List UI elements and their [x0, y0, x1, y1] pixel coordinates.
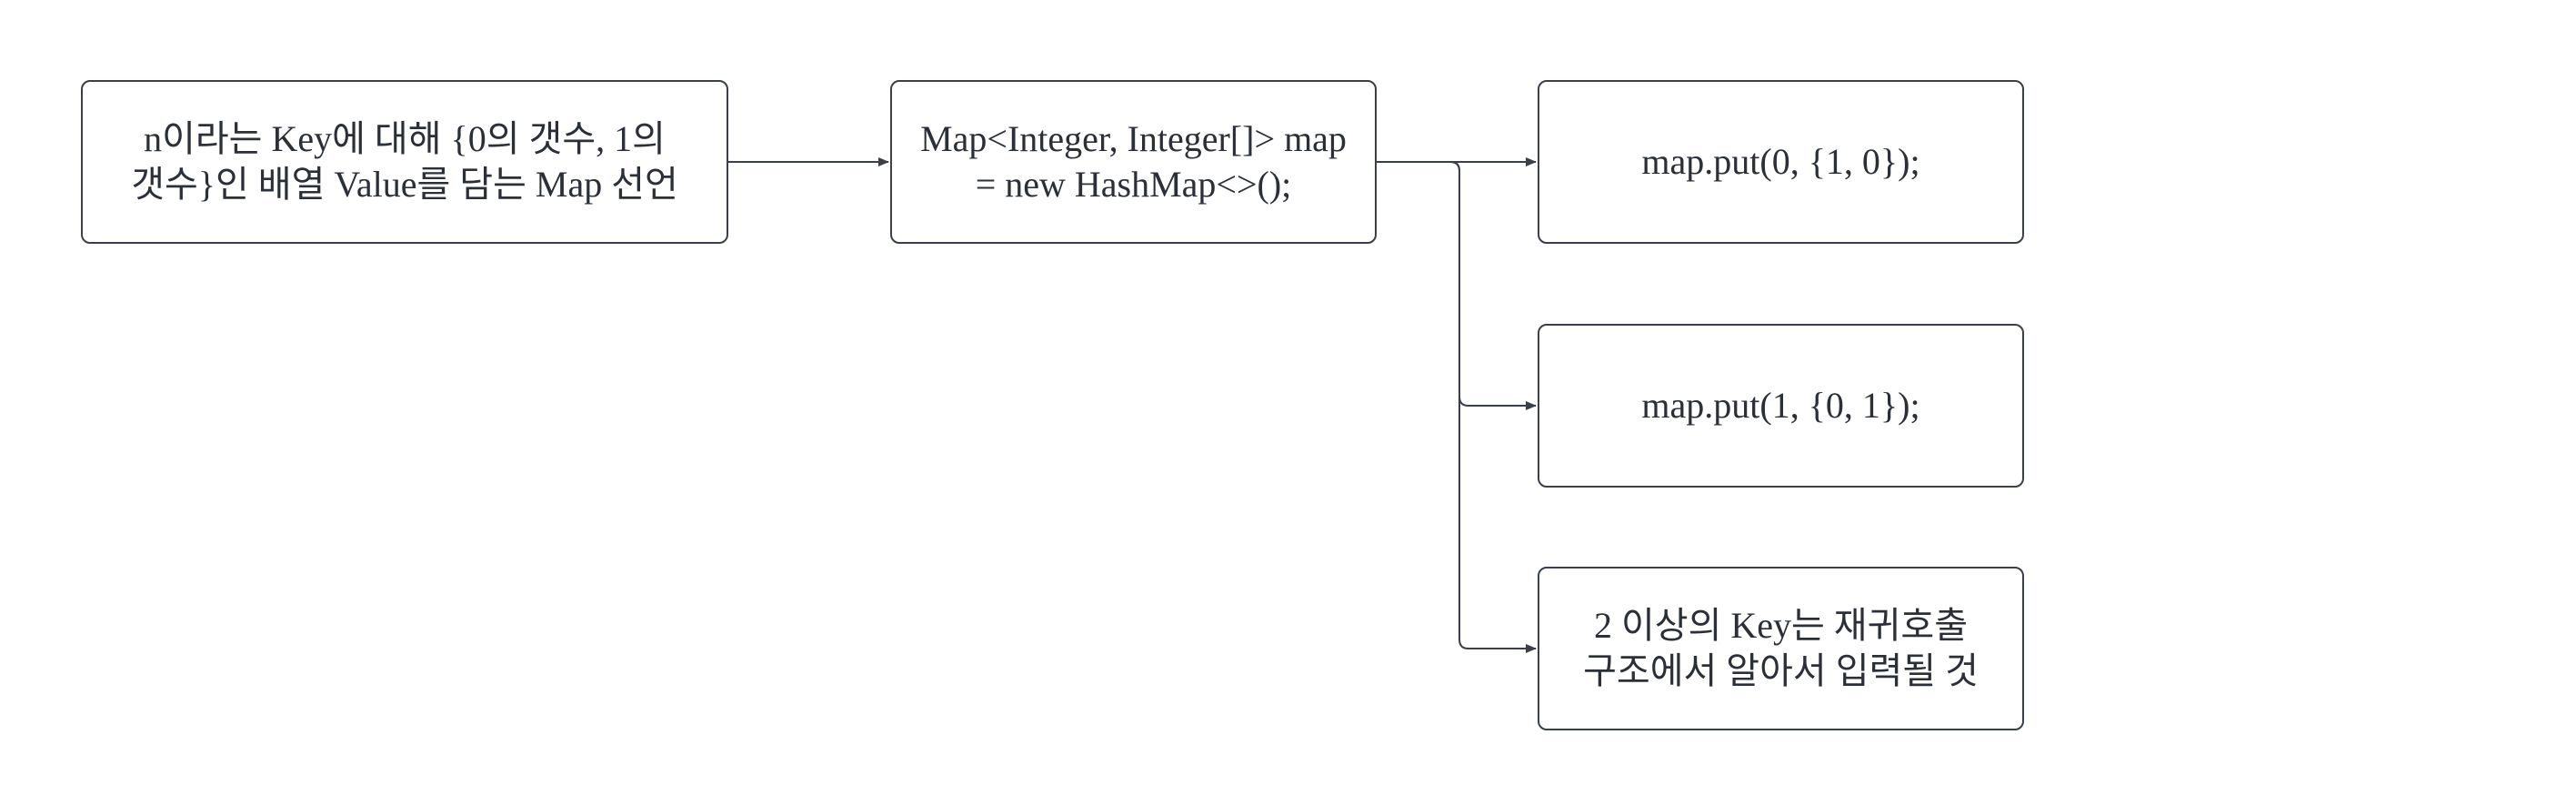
map-initialization-box: Map<Integer, Integer[]> map = new HashMa…: [890, 80, 1377, 244]
put-key-1-box: map.put(1, {0, 1});: [1538, 324, 2024, 488]
put-key-1-text: map.put(1, {0, 1});: [1641, 385, 1920, 426]
arrow-init-to-put1: [1377, 161, 1537, 410]
recursion-note-text: 2 이상의 Key는 재귀호출 구조에서 알아서 입력될 것: [1583, 605, 1979, 691]
recursion-note-box: 2 이상의 Key는 재귀호출 구조에서 알아서 입력될 것: [1538, 567, 2024, 730]
map-initialization-text: Map<Integer, Integer[]> map = new HashMa…: [920, 118, 1347, 205]
map-declaration-text: n이라는 Key에 대해 {0의 갯수, 1의 갯수}인 배열 Value를 담…: [131, 118, 678, 205]
put-key-0-box: map.put(0, {1, 0});: [1538, 80, 2024, 244]
map-declaration-box: n이라는 Key에 대해 {0의 갯수, 1의 갯수}인 배열 Value를 담…: [81, 80, 728, 244]
arrow-init-to-recursion: [1377, 161, 1537, 653]
put-key-0-text: map.put(0, {1, 0});: [1641, 141, 1920, 182]
